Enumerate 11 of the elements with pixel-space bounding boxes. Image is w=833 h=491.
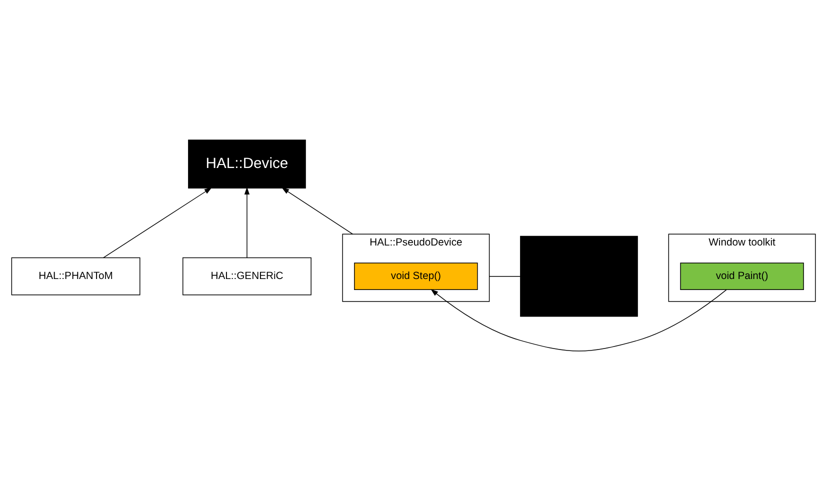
node-box: HAL::Device — [188, 140, 306, 188]
arrow — [244, 187, 250, 258]
node-box: HAL::GENERiC — [182, 257, 312, 296]
node-box: void Paint() — [680, 262, 804, 290]
node-box: void Step() — [354, 262, 478, 290]
node-box: HAL::PHANToM — [11, 257, 140, 296]
arrow — [282, 188, 354, 234]
arrow — [102, 188, 212, 258]
arrow — [430, 289, 727, 352]
node-box — [520, 236, 638, 317]
connector — [488, 276, 521, 277]
